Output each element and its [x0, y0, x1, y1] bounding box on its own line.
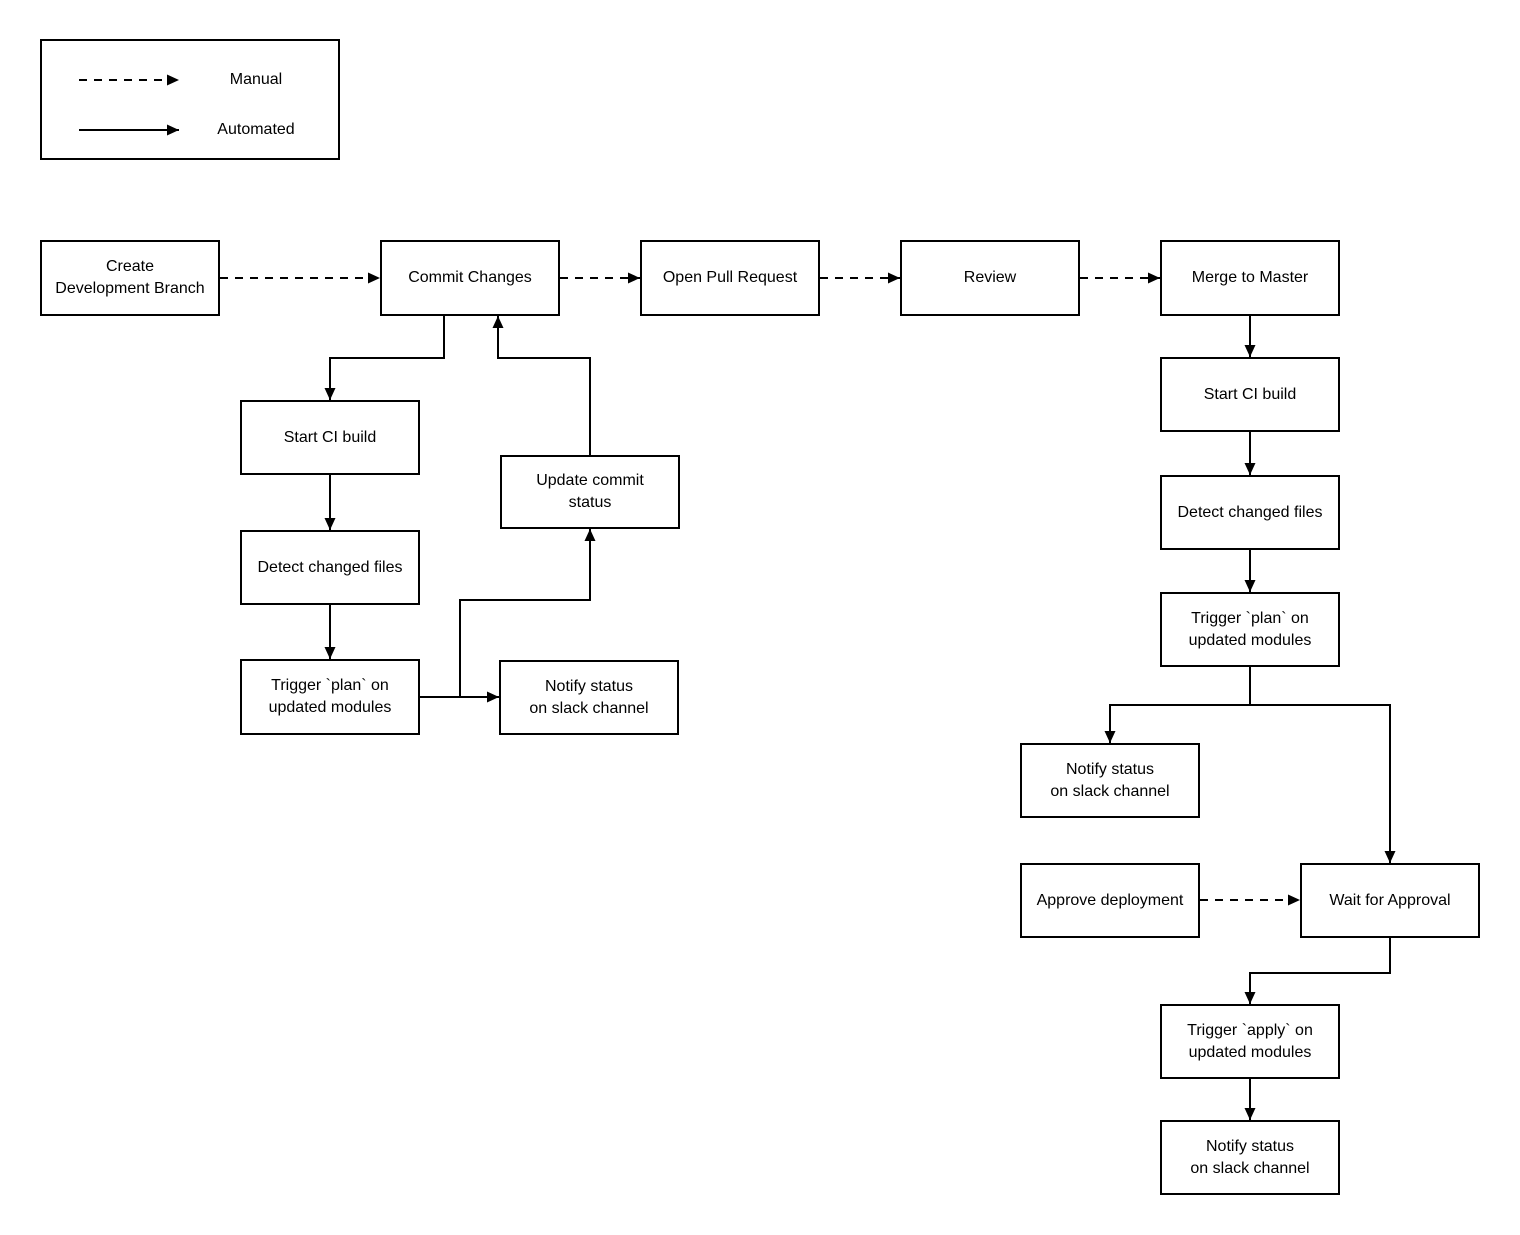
- node-open-pull-request: Open Pull Request: [640, 240, 820, 316]
- legend-row-manual: Manual: [42, 55, 338, 105]
- node-label: Review: [963, 269, 1017, 286]
- node-label: Approve deployment: [1036, 891, 1184, 909]
- node-label: Start CI build: [283, 428, 377, 446]
- node-label: Detect changed files: [257, 558, 403, 576]
- node-approve-deployment: Approve deployment: [1020, 863, 1200, 938]
- legend-label-manual: Manual: [229, 71, 283, 88]
- node-label: Open Pull Request: [662, 269, 798, 286]
- edge-commit-to-start-ci-dev: [324, 316, 445, 400]
- node-detect-changed-files-dev: Detect changed files: [240, 530, 420, 605]
- node-merge-to-master: Merge to Master: [1160, 240, 1340, 316]
- node-start-ci-build-master: Start CI build: [1160, 357, 1340, 432]
- node-label: Detect changed files: [1177, 503, 1323, 521]
- node-detect-changed-files-master: Detect changed files: [1160, 475, 1340, 550]
- edge-update-commit-status-to-commit: [492, 316, 591, 455]
- node-label: Commit Changes: [408, 269, 532, 286]
- legend-label-automated: Automated: [217, 121, 295, 138]
- legend-row-automated: Automated: [42, 105, 338, 155]
- edge-trigger-plan-to-notify-master: [1104, 667, 1251, 743]
- node-commit-changes: Commit Changes: [380, 240, 560, 316]
- node-start-ci-build-dev: Start CI build: [240, 400, 420, 475]
- legend: Manual Automated: [40, 39, 340, 160]
- node-label: Wait for Approval: [1329, 891, 1451, 909]
- node-review: Review: [900, 240, 1080, 316]
- edge-trigger-plan-to-wait: [1250, 704, 1396, 863]
- node-label: Start CI build: [1203, 385, 1297, 403]
- edge-branch-to-update-commit-status: [459, 529, 596, 697]
- automated-solid-arrow-icon: [79, 124, 179, 136]
- manual-dashed-arrow-icon: [79, 74, 179, 86]
- node-wait-for-approval: Wait for Approval: [1300, 863, 1480, 938]
- node-label: Merge to Master: [1191, 269, 1309, 286]
- edge-wait-to-trigger-apply: [1244, 938, 1391, 1004]
